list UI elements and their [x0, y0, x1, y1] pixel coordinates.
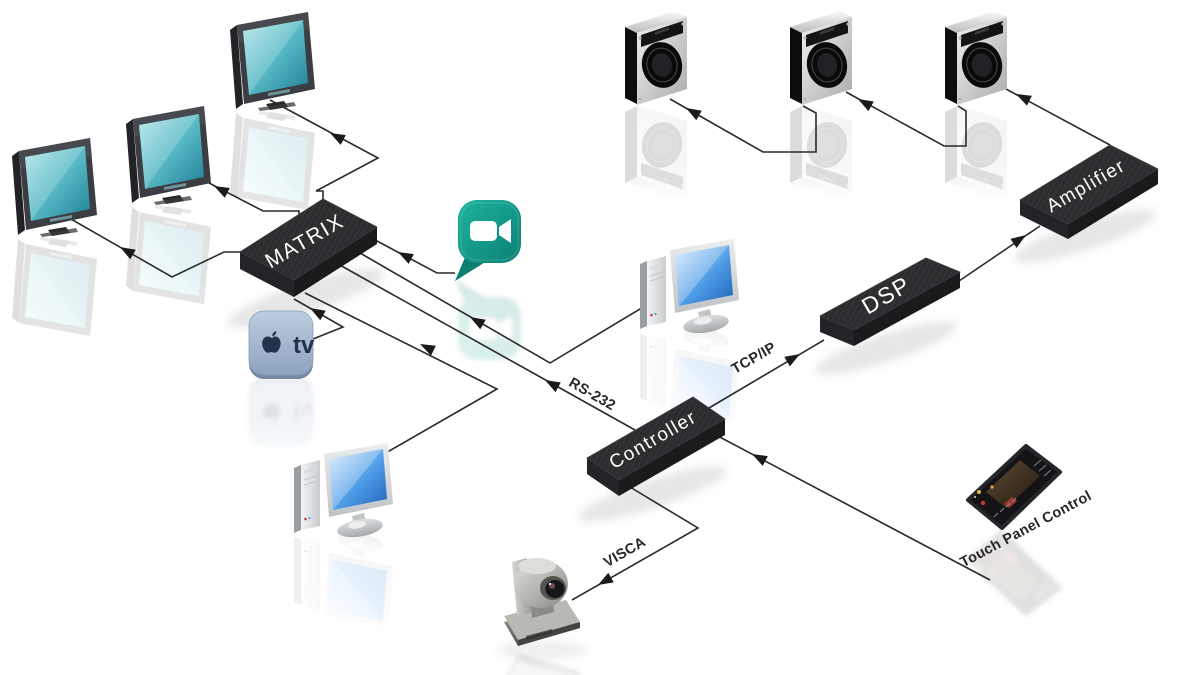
amplifier: Amplifier: [1019, 144, 1159, 239]
rs232-label: RS-232: [566, 375, 618, 414]
dsp: DSP: [819, 257, 961, 346]
display-1: [12, 138, 97, 237]
connection-pc1-matrix: [347, 245, 651, 364]
display-2: [126, 106, 211, 205]
speaker-3: [944, 10, 1008, 106]
connection-controller-matrix-rs232: [337, 263, 636, 431]
connection-matrix-display1: [63, 214, 241, 278]
video-conference-icon: [455, 200, 521, 281]
speaker-2: [789, 10, 853, 106]
connection-controller-camera-visca: [571, 480, 700, 601]
controller: Controller: [586, 396, 726, 496]
connection-dsp-amplifier: [958, 225, 1041, 282]
visca-label: VISCA: [601, 534, 649, 571]
connection-speaker3-speaker2: [845, 91, 967, 147]
display-3: [230, 12, 315, 111]
apple-tv: tv: [248, 310, 315, 379]
desktop-computer-1: [639, 238, 740, 337]
video-camera-glyph: [470, 219, 511, 243]
ptz-camera: [504, 558, 580, 646]
apple-tv-label: tv: [293, 332, 315, 359]
connection-pc2-matrix: [304, 292, 499, 459]
touch-panel: [966, 444, 1062, 530]
desktop-computer-2: [293, 442, 394, 541]
connection-meeting-matrix: [361, 232, 455, 274]
speaker-1: [624, 10, 688, 106]
connection-speaker2-speaker1: [669, 98, 817, 153]
apple-logo-icon: [262, 331, 281, 353]
connection-controller-dsp-tcpip: [708, 339, 825, 409]
